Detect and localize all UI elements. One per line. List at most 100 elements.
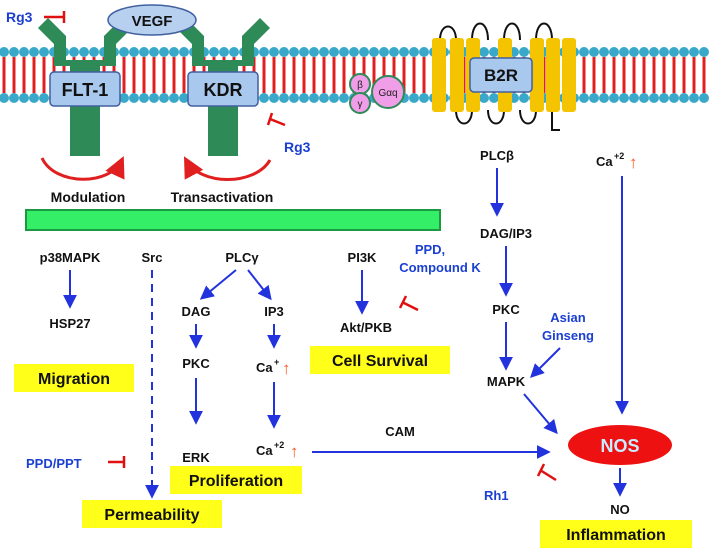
- lipid-head: [19, 93, 29, 103]
- lipid-head: [209, 47, 219, 57]
- g-protein: β γ Gαq: [349, 73, 405, 114]
- ca-low-label: Ca: [256, 443, 273, 458]
- akt-label: Akt/PKB: [340, 320, 392, 335]
- lipid-head: [579, 47, 589, 57]
- ca-mid-sup: +: [274, 357, 279, 367]
- signal-bar: [25, 209, 441, 231]
- plcg-label: PLCγ: [225, 250, 259, 265]
- transactivation-label: Transactivation: [171, 189, 274, 205]
- ca-low-up-arrow: ↑: [290, 442, 299, 461]
- lipid-head: [219, 47, 229, 57]
- nos-enzyme: NOS: [568, 425, 672, 465]
- lipid-head: [169, 93, 179, 103]
- ca-right-sup: +2: [614, 151, 624, 161]
- g-beta-label: β: [357, 80, 363, 91]
- lipid-head: [419, 47, 429, 57]
- b2r-label: B2R: [484, 66, 518, 85]
- arrow-mapk-nos: [523, 393, 558, 435]
- asian-ginseng-line2: Ginseng: [542, 328, 594, 343]
- b2r-receptor: B2R: [432, 22, 576, 131]
- hsp27-label: HSP27: [49, 316, 90, 331]
- lipid-head: [519, 93, 529, 103]
- lipid-tail: [322, 57, 326, 93]
- p38mapk-label: p38MAPK: [40, 250, 101, 265]
- lipid-head: [289, 93, 299, 103]
- lipid-head: [609, 47, 619, 57]
- lipid-head: [629, 93, 639, 103]
- lipid-head: [629, 47, 639, 57]
- lipid-head: [689, 93, 699, 103]
- lipid-head: [309, 93, 319, 103]
- proliferation-box: Proliferation: [170, 466, 302, 494]
- migration-box: Migration: [14, 364, 134, 392]
- kdr-label: KDR: [204, 80, 243, 100]
- lipid-tail: [412, 57, 416, 93]
- lipid-head: [279, 93, 289, 103]
- lipid-head: [679, 93, 689, 103]
- lipid-tail: [42, 57, 46, 93]
- rh1-label: Rh1: [484, 488, 509, 503]
- g-alpha-label: Gαq: [378, 88, 397, 99]
- lipid-head: [0, 93, 9, 103]
- no-label: NO: [610, 502, 630, 517]
- lipid-head: [589, 47, 599, 57]
- lipid-tail: [652, 57, 656, 93]
- lipid-tail: [272, 57, 276, 93]
- lipid-head: [169, 47, 179, 57]
- lipid-head: [0, 47, 9, 57]
- lipid-head: [659, 47, 669, 57]
- lipid-head: [329, 93, 339, 103]
- lipid-head: [179, 47, 189, 57]
- lipid-head: [649, 47, 659, 57]
- lipid-head: [179, 93, 189, 103]
- lipid-tail: [702, 57, 706, 93]
- lipid-tail: [612, 57, 616, 93]
- arrow-plcg-dag: [199, 269, 237, 300]
- lipid-tail: [302, 57, 306, 93]
- lipid-head: [669, 47, 679, 57]
- lipid-tail: [132, 57, 136, 93]
- lipid-head: [579, 93, 589, 103]
- lipid-tail: [592, 57, 596, 93]
- rg3-kdr-label: Rg3: [284, 139, 311, 155]
- lipid-head: [669, 93, 679, 103]
- vegf-ligand: VEGF: [107, 4, 197, 36]
- transactivation-curve-arrow: [184, 156, 272, 181]
- lipid-tail: [682, 57, 686, 93]
- lipid-head: [659, 93, 669, 103]
- lipid-head: [609, 93, 619, 103]
- lipid-head: [409, 47, 419, 57]
- kdr-receptor: KDR: [176, 18, 270, 156]
- lipid-head: [159, 93, 169, 103]
- lipid-head: [9, 47, 19, 57]
- lipid-head: [29, 93, 39, 103]
- lipid-head: [699, 47, 709, 57]
- lipid-head: [489, 47, 499, 57]
- lipid-head: [599, 47, 609, 57]
- lipid-tail: [602, 57, 606, 93]
- lipid-head: [589, 93, 599, 103]
- lipid-tail: [662, 57, 666, 93]
- lipid-head: [649, 93, 659, 103]
- plcb-label: PLCβ: [480, 148, 514, 163]
- lipid-head: [639, 47, 649, 57]
- migration-label: Migration: [38, 371, 110, 388]
- lipid-head: [299, 93, 309, 103]
- permeability-box: Permeability: [82, 500, 222, 528]
- lipid-head: [399, 47, 409, 57]
- lipid-head: [379, 47, 389, 57]
- lipid-tail: [152, 57, 156, 93]
- lipid-head: [409, 93, 419, 103]
- vegf-label: VEGF: [132, 13, 173, 30]
- lipid-head: [129, 47, 139, 57]
- lipid-head: [39, 47, 49, 57]
- ca-low: Ca +2 ↑: [256, 440, 299, 461]
- lipid-head: [319, 47, 329, 57]
- ppd-ppt-label: PPD/PPT: [26, 456, 82, 471]
- rg3-top-inhibit-bar: [44, 11, 66, 23]
- ip3-label: IP3: [264, 304, 284, 319]
- cam-label: CAM: [385, 424, 415, 439]
- arrow-ginseng-mapk: [530, 347, 561, 378]
- lipid-head: [269, 93, 279, 103]
